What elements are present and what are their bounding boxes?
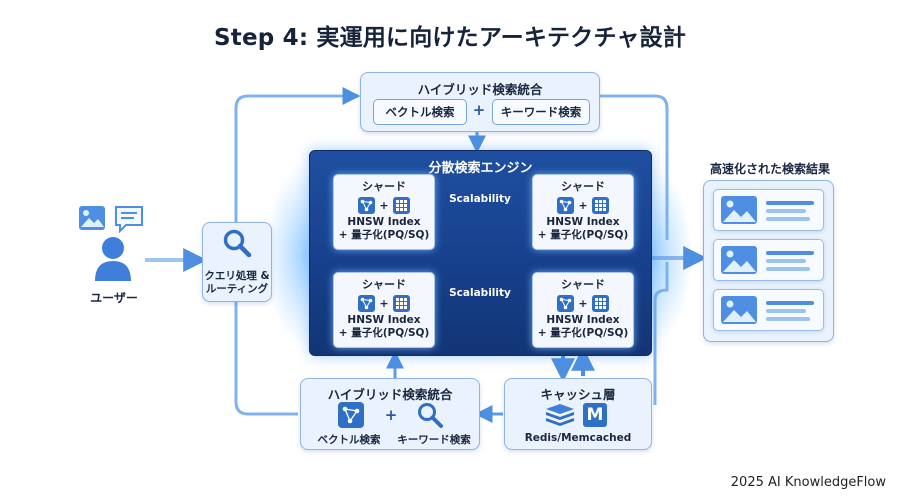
shard-line2: + 量子化(PQ/SQ) (537, 327, 629, 339)
shard-title: シャード (561, 278, 605, 291)
shard-line1: HNSW Index (347, 216, 421, 228)
shard-line1: HNSW Index (546, 216, 620, 228)
query-label-line2: ルーティング (205, 283, 269, 295)
shard-plus: + (578, 199, 588, 212)
bottom-keyword-search-label: キーワード検索 (397, 434, 471, 446)
graph-node-icon (358, 197, 376, 214)
image-card-icon (720, 195, 758, 229)
graph-node-icon (358, 295, 376, 312)
engine-title: 分散検索エンジン (428, 161, 533, 176)
top-keyword-search-pill: キーワード検索 (492, 99, 590, 125)
grid-quantization-icon (392, 197, 410, 214)
top-vector-search-pill: ベクトル検索 (373, 99, 467, 125)
bottom-hybrid-search-box: ハイブリッド検索統合 + ベクトル検索 キーワード検索 (300, 378, 480, 450)
image-card-icon (720, 295, 758, 329)
search-icon (222, 228, 252, 262)
top-hybrid-search-box: ハイブリッド検索統合 ベクトル検索 + キーワード検索 (360, 72, 600, 132)
top-vector-search-label: ベクトル検索 (385, 105, 455, 119)
shard-bottom-left: シャード + HNSW Index + 量子化(PQ/SQ) (333, 272, 435, 348)
shard-plus: + (379, 199, 389, 212)
shard-bottom-right: シャード + HNSW Index + 量子化(PQ/SQ) (532, 272, 634, 348)
line-cache-to-results (653, 262, 669, 405)
top-plus-sign: + (472, 101, 486, 119)
graph-node-icon (557, 197, 575, 214)
user-node: ユーザー (78, 205, 150, 305)
result-card (713, 239, 824, 281)
line-query-to-bottom-hybrid (234, 300, 298, 416)
shard-title: シャード (362, 278, 406, 291)
cache-label: Redis/Memcached (524, 432, 632, 444)
query-label-line1: クエリ処理 & (204, 270, 270, 282)
top-hybrid-title: ハイブリッド検索統合 (417, 82, 543, 97)
redis-icon (545, 403, 575, 431)
shard-top-right: シャード + HNSW Index + 量子化(PQ/SQ) (532, 174, 634, 250)
bottom-plus-sign: + (384, 406, 398, 424)
page-title: Step 4: 実運用に向けたアーキテクチャ設計 (213, 25, 687, 51)
shard-top-left: シャード + HNSW Index + 量子化(PQ/SQ) (333, 174, 435, 250)
memcached-icon: M (583, 403, 607, 427)
shard-plus: + (578, 297, 588, 310)
cache-title: キャッシュ層 (540, 387, 616, 402)
bottom-vector-search-label: ベクトル検索 (317, 434, 381, 446)
footer-credit: 2025 AI KnowledgeFlow (730, 475, 886, 490)
grid-quantization-icon (392, 295, 410, 312)
user-label: ユーザー (90, 291, 138, 305)
chat-bubble-icon (114, 205, 144, 237)
result-card (713, 289, 824, 331)
shard-line2: + 量子化(PQ/SQ) (338, 229, 430, 241)
graph-node-icon (557, 295, 575, 312)
shard-line2: + 量子化(PQ/SQ) (338, 327, 430, 339)
line-top-hybrid-to-results (600, 94, 669, 240)
vector-graph-icon (338, 402, 364, 428)
shard-title: シャード (561, 180, 605, 193)
grid-quantization-icon (591, 197, 609, 214)
scalability-label-bottom: Scalability (449, 287, 511, 299)
image-card-icon (720, 245, 758, 279)
scalability-label-top: Scalability (449, 193, 511, 205)
top-keyword-search-label: キーワード検索 (500, 105, 582, 119)
grid-quantization-icon (591, 295, 609, 312)
shard-title: シャード (362, 180, 406, 193)
shard-line2: + 量子化(PQ/SQ) (537, 229, 629, 241)
shard-line1: HNSW Index (546, 314, 620, 326)
results-title: 高速化された検索結果 (709, 162, 830, 176)
cache-layer-box: キャッシュ層 M Redis/Memcached (504, 378, 652, 450)
keyword-search-icon (416, 401, 444, 433)
person-icon (93, 235, 133, 287)
arrow-query-to-top-hybrid (234, 87, 361, 222)
result-card (713, 189, 824, 231)
shard-line1: HNSW Index (347, 314, 421, 326)
bottom-hybrid-title: ハイブリッド検索統合 (327, 387, 453, 402)
query-routing-box: クエリ処理 & ルーティング (202, 222, 272, 302)
image-icon (78, 205, 106, 235)
shard-plus: + (379, 297, 389, 310)
results-panel (703, 180, 834, 342)
